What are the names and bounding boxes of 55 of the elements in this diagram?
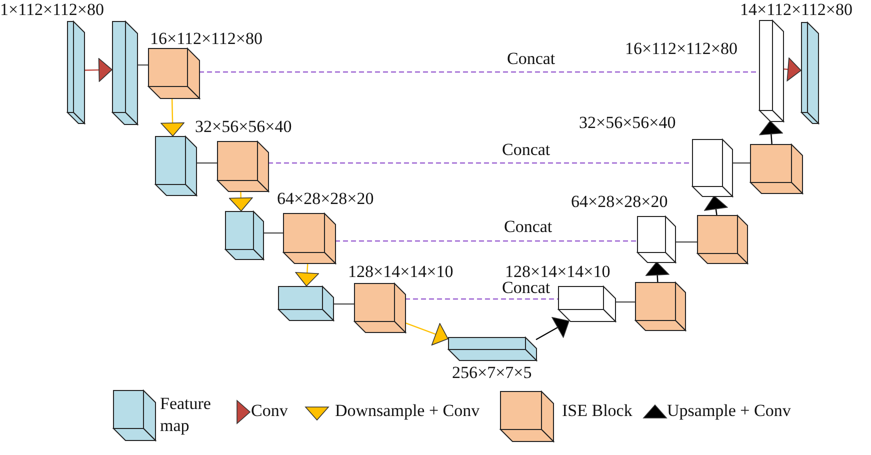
cuboid-block [801, 22, 819, 124]
cuboid-block [155, 136, 197, 196]
triangle-arrow [84, 58, 112, 82]
dimension-label: 128×14×14×10 [505, 263, 610, 281]
cuboid-block [750, 144, 803, 194]
legend-label: Conv [251, 402, 288, 420]
connector-line [732, 162, 750, 164]
cuboid-block [112, 21, 138, 125]
cuboid-block [692, 139, 733, 197]
cuboid-block [278, 286, 334, 321]
legend-label: ISE Block [562, 402, 632, 420]
connector-line [615, 301, 635, 303]
dimension-label: 32×56×56×40 [195, 118, 292, 136]
connector-line [137, 64, 148, 66]
dimension-label: 14×112×112×80 [740, 1, 853, 19]
dimension-label: 256×7×7×5 [452, 364, 532, 382]
triangle-arrow [759, 120, 783, 144]
triangle-arrow [160, 98, 184, 136]
connector-line [333, 303, 354, 305]
dashed-connector [405, 298, 558, 300]
connector-line [675, 241, 697, 243]
dimension-label: 1×112×112×80 [0, 1, 104, 19]
cuboid-block [448, 337, 537, 361]
cuboid-block [637, 216, 676, 263]
dimension-label: 64×28×28×20 [277, 190, 374, 208]
dimension-label: 16×112×112×80 [150, 30, 263, 48]
legend-label: Feature map [160, 393, 212, 437]
triangle-arrow [404, 322, 448, 346]
triangle-arrow [704, 196, 728, 216]
cuboid-block [759, 20, 784, 122]
cuboid-block [697, 215, 748, 264]
legend-label: Downsample + Conv [335, 402, 480, 420]
cuboid-block [225, 211, 264, 260]
triangle-arrow [295, 262, 320, 286]
cuboid-block [67, 21, 85, 124]
triangle-arrow [228, 190, 253, 212]
cuboid-block [283, 213, 336, 264]
triangle-arrow [782, 58, 802, 82]
cuboid-block [558, 286, 616, 322]
dimension-label: 128×14×14×10 [348, 263, 454, 281]
dimension-label: 32×56×56×40 [579, 114, 676, 132]
dashed-connector [335, 240, 637, 242]
connector-line [196, 162, 217, 164]
dashed-connector [199, 71, 759, 73]
triangle-arrow [645, 262, 670, 282]
triangle-arrow [536, 316, 570, 340]
dashed-connector [268, 162, 692, 164]
connector-line [263, 232, 283, 234]
cuboid-block [635, 282, 686, 331]
legend-label: Upsample + Conv [667, 402, 791, 420]
dimension-label: 16×112×112×80 [625, 40, 738, 58]
cuboid-block [217, 141, 269, 192]
cuboid-block [148, 48, 200, 99]
cuboid-block [354, 283, 406, 333]
dimension-label: 64×28×28×20 [571, 193, 668, 211]
